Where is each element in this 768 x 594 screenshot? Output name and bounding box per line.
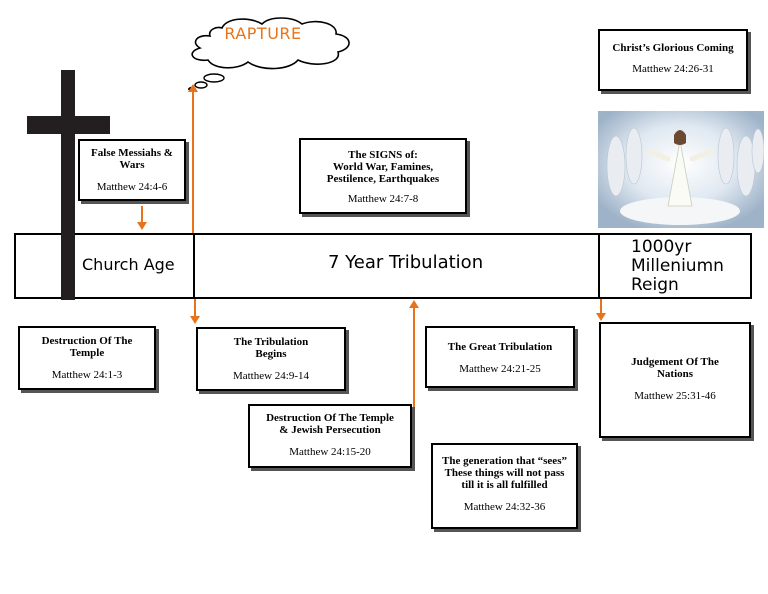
tribulation-begins-box: The Tribulation Begins Matthew 24:9-14 xyxy=(196,327,346,391)
destruction-temple-box: Destruction Of The Temple Matthew 24:1-3 xyxy=(18,326,156,390)
cross-icon-horizontal xyxy=(27,116,110,134)
great-tribulation-ref: Matthew 24:21-25 xyxy=(459,363,541,375)
timeline-divider-second-coming xyxy=(598,233,600,299)
judgement-box: Judgement Of The Nations Matthew 25:31-4… xyxy=(599,322,751,438)
rapture-arrow xyxy=(192,90,194,233)
tribulation-begins-title: The Tribulation Begins xyxy=(233,336,309,360)
false-messiahs-arrowhead-icon xyxy=(137,222,147,230)
timeline-divider-rapture xyxy=(193,233,195,299)
glorious-coming-box: Christ’s Glorious Coming Matthew 24:26-3… xyxy=(598,29,748,91)
judgement-title: Judgement Of The Nations xyxy=(631,356,719,380)
midpoint-arrow xyxy=(413,306,415,410)
judgement-ref: Matthew 25:31-46 xyxy=(634,390,716,402)
great-tribulation-box: The Great Tribulation Matthew 24:21-25 xyxy=(425,326,575,388)
generation-ref: Matthew 24:32-36 xyxy=(463,501,546,513)
great-tribulation-title: The Great Tribulation xyxy=(447,341,553,353)
millennium-label: 1000yr Milleniumn Reign xyxy=(631,237,724,295)
destruction-temple-ref: Matthew 24:1-3 xyxy=(51,369,123,381)
false-messiahs-title: False Messiahs & Wars xyxy=(91,147,173,171)
false-messiahs-arrow xyxy=(141,206,143,224)
tribulation-begins-arrow xyxy=(194,299,196,317)
generation-title: The generation that “sees” These things … xyxy=(442,455,567,491)
false-messiahs-ref: Matthew 24:4-6 xyxy=(96,181,168,193)
judgement-arrow xyxy=(600,299,602,314)
rapture-arrowhead-icon xyxy=(188,84,198,92)
destruction-jewish-title: Destruction Of The Temple & Jewish Perse… xyxy=(266,412,394,436)
signs-title: The SIGNS of: World War, Famines, Pestil… xyxy=(326,149,440,185)
judgement-arrowhead-icon xyxy=(596,313,606,321)
timeline-band xyxy=(14,233,752,299)
destruction-jewish-ref: Matthew 24:15-20 xyxy=(289,446,371,458)
glorious-coming-title: Christ’s Glorious Coming xyxy=(612,42,734,54)
destruction-temple-title: Destruction Of The Temple xyxy=(41,335,133,359)
midpoint-arrowhead-icon xyxy=(409,300,419,308)
false-messiahs-box: False Messiahs & Wars Matthew 24:4-6 xyxy=(78,139,186,201)
rapture-label: RAPTURE xyxy=(224,24,302,43)
glorious-coming-ref: Matthew 24:26-31 xyxy=(632,63,714,75)
tribulation-begins-arrowhead-icon xyxy=(190,316,200,324)
second-coming-image xyxy=(598,111,764,228)
tribulation-begins-ref: Matthew 24:9-14 xyxy=(232,370,310,382)
generation-box: The generation that “sees” These things … xyxy=(431,443,578,529)
signs-box: The SIGNS of: World War, Famines, Pestil… xyxy=(299,138,467,214)
tribulation-label: 7 Year Tribulation xyxy=(328,252,484,273)
signs-ref: Matthew 24:7-8 xyxy=(347,193,419,205)
cross-icon-vertical xyxy=(61,70,75,300)
church-age-label: Church Age xyxy=(82,255,175,274)
destruction-jewish-box: Destruction Of The Temple & Jewish Perse… xyxy=(248,404,412,468)
